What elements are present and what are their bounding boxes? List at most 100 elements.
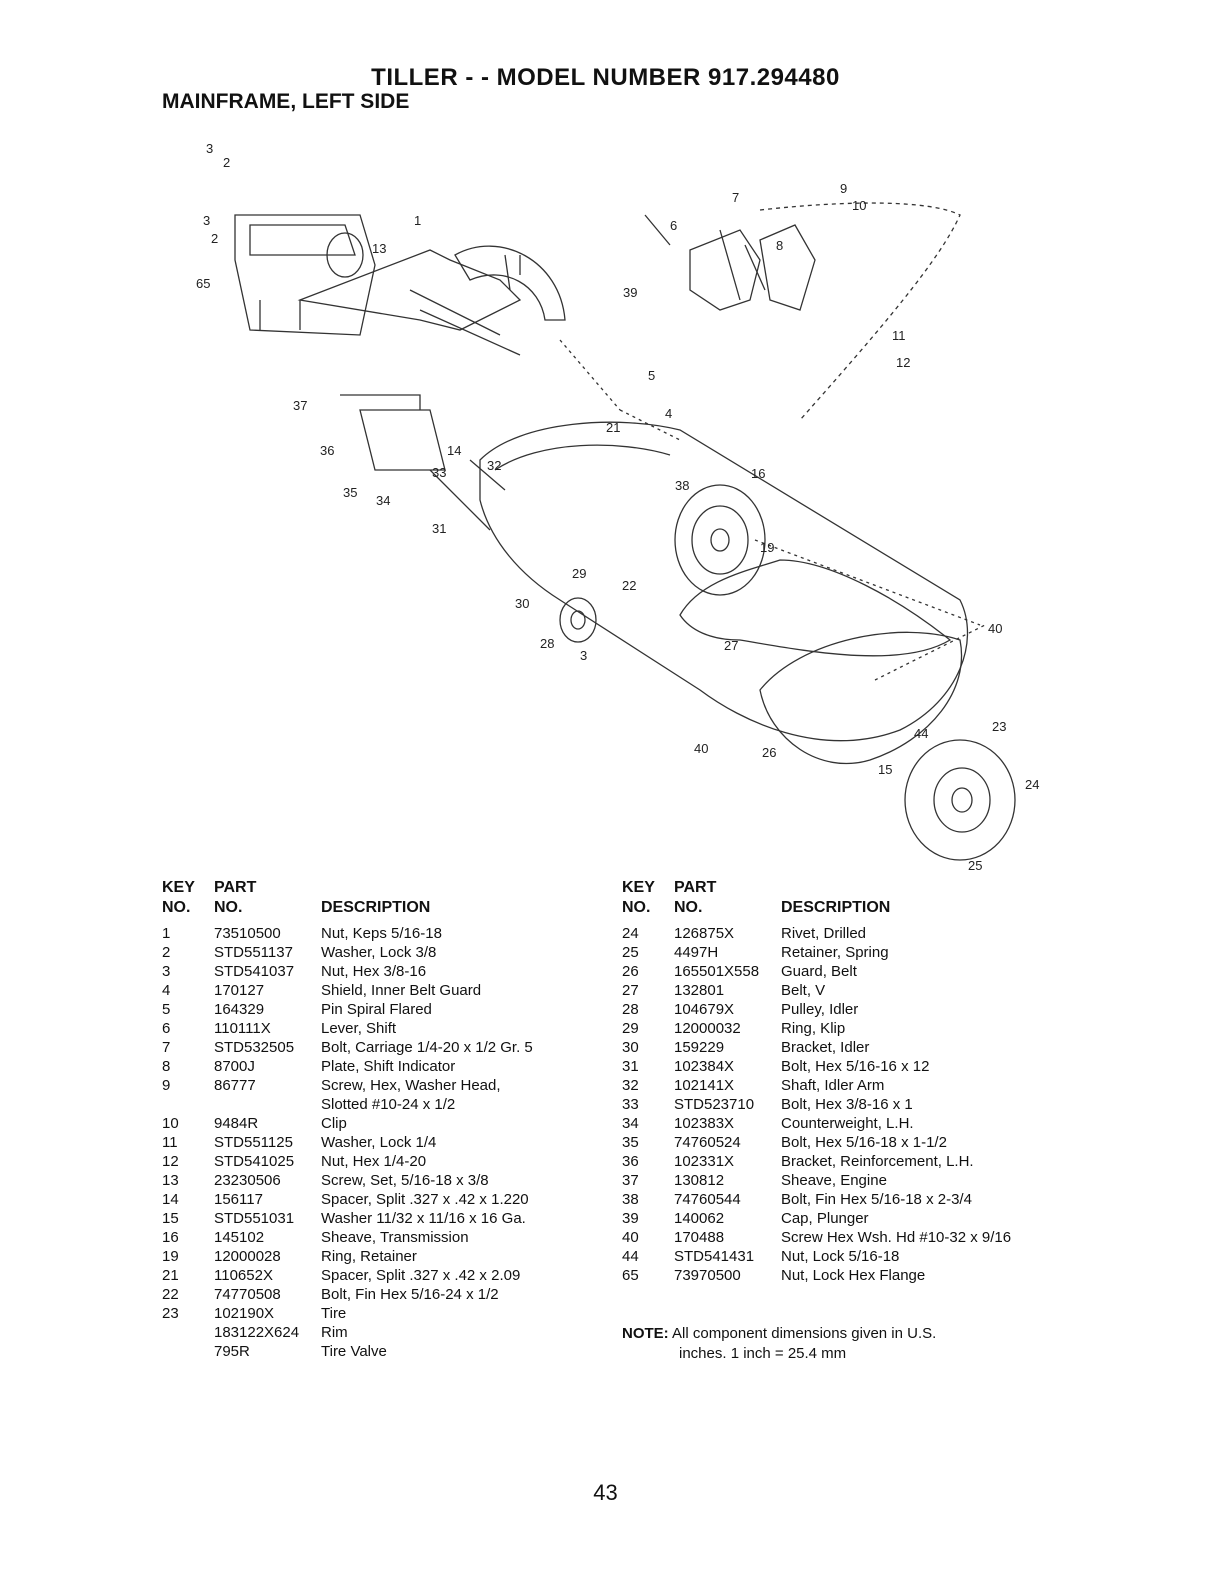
parts-row: 14 156117 Spacer, Split .327 x .42 x 1.220 [162, 1190, 533, 1209]
part-description: Ring, Klip [781, 1020, 846, 1037]
key-number: 1 [162, 925, 171, 942]
note-line-1: All component dimensions given in U.S. [672, 1325, 937, 1342]
callout-label: 35 [343, 485, 357, 500]
part-description: Rim [321, 1324, 348, 1341]
part-header-top: PART [214, 879, 257, 896]
callout-label: 5 [648, 368, 655, 383]
callout-label: 7 [732, 190, 739, 205]
callout-label: 2 [211, 231, 218, 246]
part-number [214, 1095, 321, 1114]
part-number: 130812 [674, 1172, 725, 1189]
part-number: STD541025 [214, 1153, 295, 1170]
key-number: 13 [162, 1172, 179, 1189]
key-number: 2 [162, 944, 171, 961]
callout-label: 28 [540, 636, 554, 651]
callout-label: 8 [776, 238, 783, 253]
key-number: 34 [622, 1115, 639, 1132]
callout-label: 23 [992, 719, 1006, 734]
callout-label: 24 [1025, 777, 1039, 792]
callout-label: 11 [892, 328, 906, 343]
parts-row: 13 23230506 Screw, Set, 5/16-18 x 3/8 [162, 1171, 533, 1190]
part-number: 156117 [214, 1191, 263, 1208]
part-description: Guard, Belt [781, 963, 857, 980]
part-number: 74770508 [214, 1286, 281, 1303]
key-number: 33 [622, 1096, 639, 1113]
part-number: 126875X [674, 925, 735, 942]
part-header-top: PART [674, 879, 717, 896]
part-number: 23230506 [214, 1172, 281, 1189]
part-description: Bolt, Fin Hex 5/16-18 x 2-3/4 [781, 1191, 972, 1208]
part-number: 102141X [674, 1077, 735, 1094]
callout-label: 30 [515, 596, 529, 611]
part-description: Retainer, Spring [781, 944, 889, 961]
part-number: 102384X [674, 1058, 735, 1075]
key-number: 9 [162, 1077, 171, 1094]
key-number: 16 [162, 1229, 179, 1246]
part-header-bottom: NO. [214, 899, 243, 916]
counterweight-shape [359, 409, 446, 471]
part-description: Pin Spiral Flared [321, 1001, 432, 1018]
callout-label: 36 [320, 443, 334, 458]
transmission-sheave-shape [674, 484, 766, 596]
key-number: 14 [162, 1191, 179, 1208]
part-description: Screw, Hex, Washer Head, [321, 1077, 501, 1094]
part-description: Shaft, Idler Arm [781, 1077, 885, 1094]
v-belt-shape [679, 559, 952, 657]
key-number: 40 [622, 1229, 639, 1246]
shift-plate-shape [689, 229, 761, 311]
part-description: Cap, Plunger [781, 1210, 869, 1227]
table-header: NO. NO. DESCRIPTION [162, 898, 533, 918]
part-description: Spacer, Split .327 x .42 x 1.220 [321, 1191, 529, 1208]
part-description: Tire [321, 1305, 347, 1322]
part-description: Nut, Lock 5/16-18 [781, 1248, 900, 1265]
exploded-parts-diagram: 3 2 3 2 65 1 13 37 36 14 32 33 35 34 31 … [196, 141, 1039, 873]
part-description: Slotted #10-24 x 1/2 [321, 1096, 456, 1113]
callout-label: 12 [896, 355, 910, 370]
key-number: 27 [622, 982, 639, 999]
callout-label: 13 [372, 241, 386, 256]
part-number: 110111X [214, 1020, 271, 1037]
part-description: Belt, V [781, 982, 826, 999]
part-description: Screw, Set, 5/16-18 x 3/8 [321, 1172, 489, 1189]
table-header: KEY PART [162, 878, 533, 898]
part-description: Screw Hex Wsh. Hd #10-32 x 9/16 [781, 1229, 1012, 1246]
part-description: Bolt, Hex 5/16-18 x 1-1/2 [781, 1134, 947, 1151]
part-number: 12000032 [674, 1020, 741, 1037]
callout-label: 25 [968, 858, 982, 873]
part-description: Nut, Hex 1/4-20 [321, 1153, 427, 1170]
part-number: 102190X [214, 1305, 275, 1322]
part-description: Sheave, Transmission [321, 1229, 469, 1246]
part-number: 145102 [214, 1229, 265, 1246]
part-description: Washer 11/32 x 11/16 x 16 Ga. [321, 1210, 526, 1227]
key-number: 28 [622, 1001, 639, 1018]
key-number: 3 [162, 963, 171, 980]
part-number: 165501X558 [674, 963, 760, 980]
callout-label: 26 [762, 745, 776, 760]
key-number: 26 [622, 963, 639, 980]
part-number: 74760544 [674, 1191, 741, 1208]
part-description: Nut, Keps 5/16-18 [321, 925, 442, 942]
callout-label: 22 [622, 578, 636, 593]
note-label: NOTE: [622, 1325, 669, 1342]
part-description: Bracket, Idler [781, 1039, 870, 1056]
callout-label: 38 [675, 478, 689, 493]
part-number: 170127 [214, 982, 265, 999]
key-number: 38 [622, 1191, 639, 1208]
part-description: Spacer, Split .327 x .42 x 2.09 [321, 1267, 521, 1284]
